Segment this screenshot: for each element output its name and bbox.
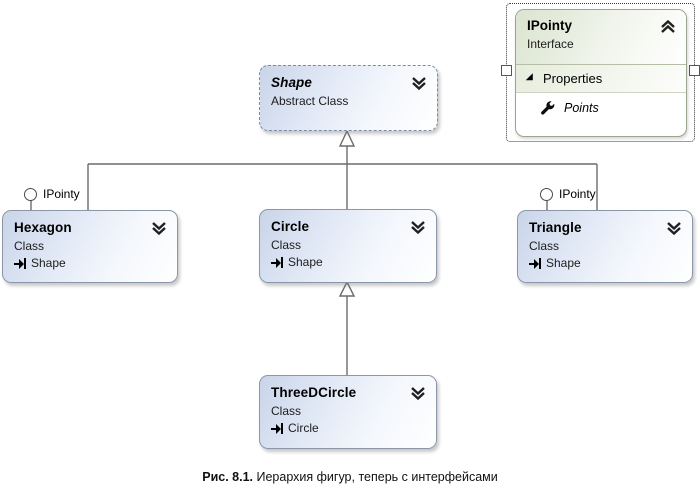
double-chevron-down-icon[interactable] (411, 75, 427, 91)
class-base-hexagon: Shape (14, 255, 166, 272)
class-title-threedcircle: ThreeDCircle (271, 385, 357, 400)
interface-header: IPointy Interface (516, 10, 686, 65)
class-base-threedcircle: Circle (271, 420, 425, 437)
inherits-arrow-icon (529, 258, 542, 269)
selection-handle-left[interactable] (501, 65, 512, 76)
lollipop-label-hexagon: IPointy (43, 187, 80, 201)
inherits-arrow-icon (271, 257, 284, 268)
class-base-label-threedcircle: Circle (288, 421, 319, 435)
class-box-circle[interactable]: Circle Class Shape (259, 209, 437, 283)
figure-caption-number: Рис. 8.1. (202, 470, 254, 484)
class-stereotype-circle: Class (271, 238, 302, 252)
class-box-triangle-body: Triangle Class Shape (518, 211, 692, 282)
class-box-shape-body: Shape Abstract Class (260, 66, 437, 130)
class-box-triangle[interactable]: Triangle Class Shape (517, 210, 693, 283)
inheritance-arrowhead-shape (338, 129, 356, 147)
inherits-arrow-icon (14, 258, 27, 269)
class-stereotype-triangle: Class (529, 239, 560, 253)
double-chevron-down-icon[interactable] (410, 219, 426, 235)
class-base-label-hexagon: Shape (31, 256, 66, 270)
inherits-arrow-icon (271, 423, 284, 434)
class-base-circle: Shape (271, 254, 425, 271)
class-base-triangle: Shape (529, 255, 681, 272)
interface-panel-selection[interactable]: IPointy Interface Properties Points (501, 3, 700, 142)
selection-handle-right[interactable] (689, 65, 700, 76)
class-base-label-triangle: Shape (546, 256, 581, 270)
class-box-threedcircle[interactable]: ThreeDCircle Class Circle (259, 375, 437, 449)
class-box-hexagon-body: Hexagon Class Shape (3, 211, 177, 282)
lollipop-label-triangle: IPointy (559, 187, 596, 201)
class-title-shape: Shape (271, 75, 313, 90)
interface-section-label: Properties (543, 71, 603, 86)
lollipop-circle-icon (540, 188, 553, 201)
interface-stereotype: Interface (527, 37, 574, 51)
double-chevron-up-icon[interactable] (660, 19, 676, 35)
interface-title: IPointy (527, 18, 573, 33)
class-stereotype-shape: Abstract Class (271, 94, 349, 108)
class-title-circle: Circle (271, 219, 310, 234)
class-box-circle-body: Circle Class Shape (260, 210, 436, 282)
interface-member-row[interactable]: Points (516, 93, 686, 123)
triangle-expander-icon[interactable] (525, 73, 537, 84)
double-chevron-down-icon[interactable] (410, 385, 426, 401)
figure-caption-text: Иерархия фигур, теперь с интерфейсами (253, 470, 498, 484)
inheritance-arrowhead-circle (338, 280, 356, 297)
class-box-shape[interactable]: Shape Abstract Class (259, 65, 438, 131)
interface-member-label: Points (564, 101, 599, 115)
class-title-hexagon: Hexagon (14, 220, 72, 235)
class-base-label-circle: Shape (288, 255, 323, 269)
class-stereotype-hexagon: Class (14, 239, 45, 253)
class-box-hexagon[interactable]: Hexagon Class Shape (2, 210, 178, 283)
interface-box-ipointy[interactable]: IPointy Interface Properties Points (515, 9, 687, 137)
class-stereotype-threedcircle: Class (271, 404, 302, 418)
lollipop-circle-icon (24, 188, 37, 201)
interface-section-properties[interactable]: Properties (516, 65, 686, 93)
wrench-icon (541, 101, 555, 115)
figure-caption: Рис. 8.1. Иерархия фигур, теперь с интер… (0, 470, 700, 484)
class-box-threedcircle-body: ThreeDCircle Class Circle (260, 376, 436, 448)
double-chevron-down-icon[interactable] (151, 220, 167, 236)
class-title-triangle: Triangle (529, 220, 582, 235)
double-chevron-down-icon[interactable] (666, 220, 682, 236)
